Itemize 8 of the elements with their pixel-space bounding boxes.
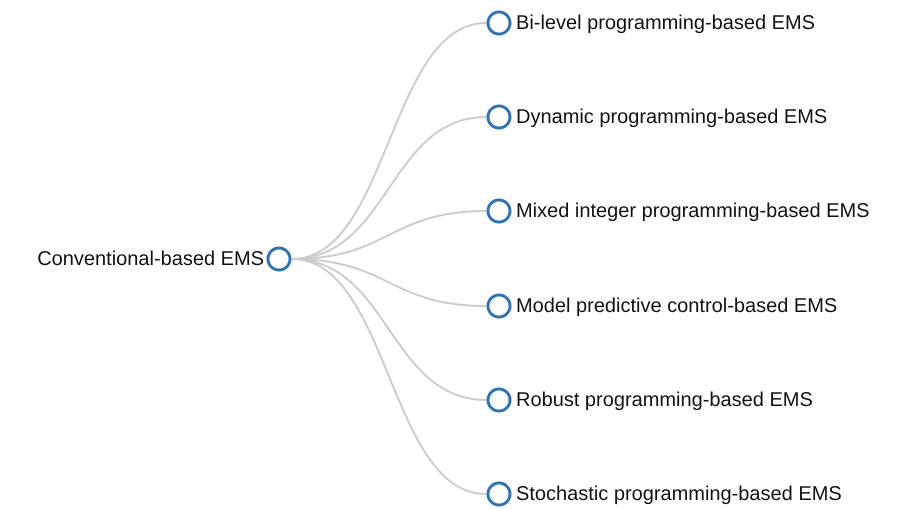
node-label: Model predictive control-based EMS <box>516 294 838 318</box>
node-label: Conventional-based EMS <box>37 247 264 271</box>
node-label: Robust programming-based EMS <box>516 388 813 412</box>
node-label: Stochastic programming-based EMS <box>516 482 842 506</box>
node-label: Mixed integer programming-based EMS <box>516 199 870 223</box>
node-label: Bi-level programming-based EMS <box>516 11 816 35</box>
node-label: Dynamic programming-based EMS <box>516 105 828 129</box>
connector-line <box>292 258 486 495</box>
